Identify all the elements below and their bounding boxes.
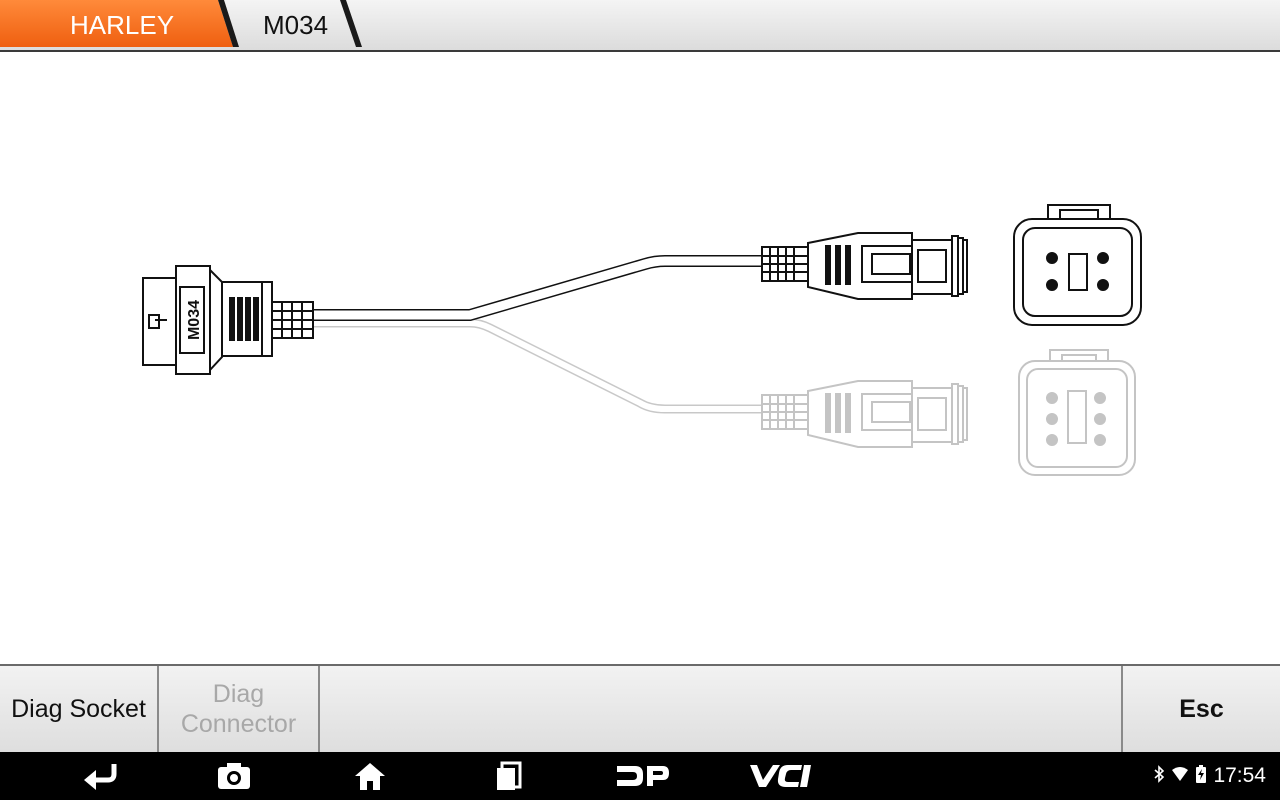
breadcrumb-item-harley[interactable]: HARLEY — [70, 10, 175, 40]
bluetooth-icon — [1153, 764, 1165, 788]
vci-icon[interactable] — [744, 756, 814, 796]
connector-plug-faded — [761, 380, 968, 448]
home-icon[interactable] — [350, 756, 390, 796]
breadcrumb-item-m034[interactable]: M034 — [263, 10, 329, 40]
dp-icon[interactable] — [610, 756, 674, 796]
system-nav-bar: 17:54 — [0, 752, 1280, 800]
breadcrumb: HARLEY M034 — [0, 0, 1280, 52]
cable-branch-active — [313, 255, 762, 321]
bottom-toolbar: Diag Socket Diag Connector Esc — [0, 664, 1280, 752]
cable-diagram: M034 — [0, 52, 1280, 664]
screenshot-icon[interactable] — [214, 756, 254, 796]
esc-button[interactable]: Esc — [1121, 666, 1280, 752]
obd-connector — [142, 265, 314, 375]
diag-socket-button[interactable]: Diag Socket — [0, 666, 159, 752]
connector-plug-active — [761, 232, 968, 300]
socket-face-faded — [1018, 349, 1136, 476]
recent-apps-icon[interactable] — [488, 756, 528, 796]
socket-face-active — [1013, 204, 1142, 326]
status-area: 17:54 — [1153, 752, 1266, 800]
crumb-divider-2 — [340, 0, 362, 47]
diag-socket-label: Diag Socket — [11, 695, 146, 723]
crumb-brand-bg — [0, 0, 233, 47]
cable-diagram-svg: M034 — [142, 204, 1142, 476]
esc-label: Esc — [1179, 695, 1224, 723]
crumb-divider-1 — [218, 0, 239, 47]
clock: 17:54 — [1213, 764, 1266, 787]
back-icon[interactable] — [78, 756, 122, 796]
cable-branch-faded — [313, 318, 762, 414]
battery-icon — [1195, 764, 1207, 788]
cable-label: M034 — [186, 300, 203, 340]
diag-connector-button[interactable]: Diag Connector — [159, 666, 320, 752]
wifi-icon — [1171, 766, 1189, 787]
breadcrumb-shapes — [0, 0, 362, 47]
diag-connector-label: Diag Connector — [180, 680, 297, 738]
